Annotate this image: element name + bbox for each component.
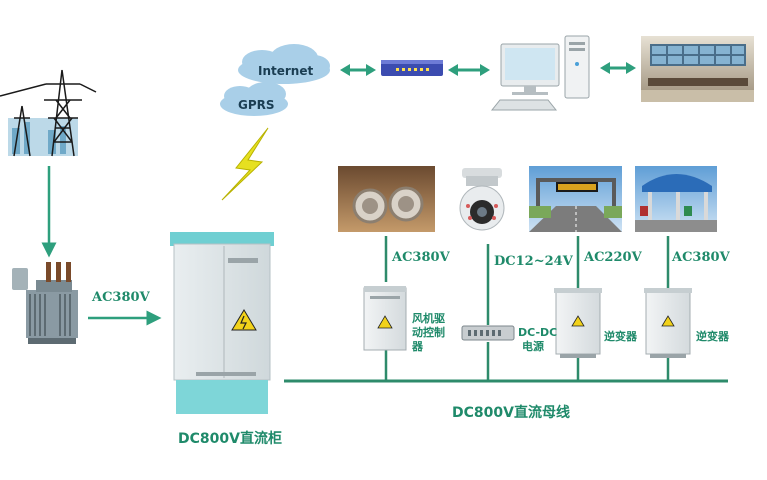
arrow-switch-computer [448,64,490,76]
inverter-box-icon-2 [644,288,692,358]
control-room-icon [641,36,754,102]
transformer-icon [12,262,78,344]
arrow-computer-room [600,62,636,74]
sign-supply-voltage: AC220V [584,250,642,265]
highway-sign-icon [529,166,622,232]
transformer-output-voltage: AC380V [92,290,150,305]
toll-station-icon [635,166,717,232]
computer-icon [490,35,590,111]
lightning-bolt-icon [221,127,269,201]
cabinet-label: DC800V直流柜 [178,431,282,447]
dcdc-module [461,325,515,341]
tunnel-fan-icon [338,166,435,232]
gprs-label: GPRS [238,98,275,112]
arrow-cloud-switch [340,64,376,76]
toll-supply-voltage: AC380V [672,250,730,265]
fan-supply-voltage: AC380V [392,250,450,265]
dcdc-label-line2: 电源 [522,340,544,353]
fan-controller-label: 风机驱动控制器 [412,312,445,353]
dc-cabinet-icon [170,232,274,414]
inverter-label-2: 逆变器 [696,330,729,343]
bus-label: DC800V直流母线 [452,405,570,421]
fan-controller-box [363,286,407,351]
feeder-lines [384,236,670,380]
camera-supply-voltage: DC12~24V [494,254,573,269]
inverter-box-icon [554,288,602,358]
power-tower-icon [0,69,97,157]
dcdc-label-line1: DC-DC [518,326,558,339]
dome-camera-icon [452,164,514,238]
internet-label: Internet [258,64,314,78]
network-switch-icon [381,60,443,76]
cloud-icon [220,44,330,116]
inverter-label-1: 逆变器 [604,330,637,343]
